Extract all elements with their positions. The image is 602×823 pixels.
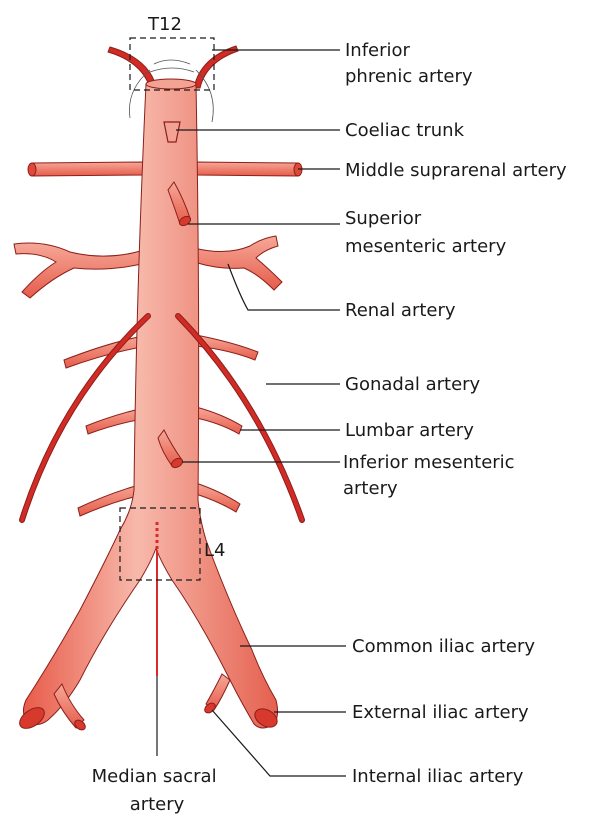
label-lumbar: Lumbar artery bbox=[345, 420, 474, 441]
lumbar-artery-right-3 bbox=[196, 483, 240, 512]
label-superior-mesenteric: Superior mesenteric artery bbox=[345, 208, 507, 257]
vertebra-t12-label: T12 bbox=[147, 14, 182, 35]
middle-suprarenal-left bbox=[32, 162, 148, 176]
label-median-sacral: Median sacral artery bbox=[92, 766, 223, 815]
label-renal: Renal artery bbox=[345, 300, 456, 321]
label-internal-iliac: Internal iliac artery bbox=[352, 766, 524, 787]
renal-artery-left bbox=[14, 243, 150, 298]
label-middle-suprarenal: Middle suprarenal artery bbox=[345, 160, 567, 181]
renal-artery-right bbox=[194, 236, 282, 290]
vertebra-l4-label: L4 bbox=[204, 540, 225, 561]
lumbar-artery-right-2 bbox=[196, 407, 242, 434]
label-common-iliac: Common iliac artery bbox=[352, 636, 535, 657]
aorta bbox=[16, 79, 280, 733]
label-inferior-mesenteric: Inferior mesenteric artery bbox=[343, 452, 520, 499]
aorta-top-opening bbox=[146, 79, 196, 89]
label-external-iliac: External iliac artery bbox=[352, 702, 529, 723]
aortic-trunk bbox=[23, 84, 277, 728]
label-inferior-phrenic: Inferior phrenic artery bbox=[345, 40, 473, 87]
label-gonadal: Gonadal artery bbox=[345, 374, 481, 395]
middle-suprarenal-right bbox=[196, 162, 298, 176]
label-coeliac-trunk: Coeliac trunk bbox=[345, 120, 465, 141]
inferior-phrenic-right bbox=[194, 46, 238, 88]
